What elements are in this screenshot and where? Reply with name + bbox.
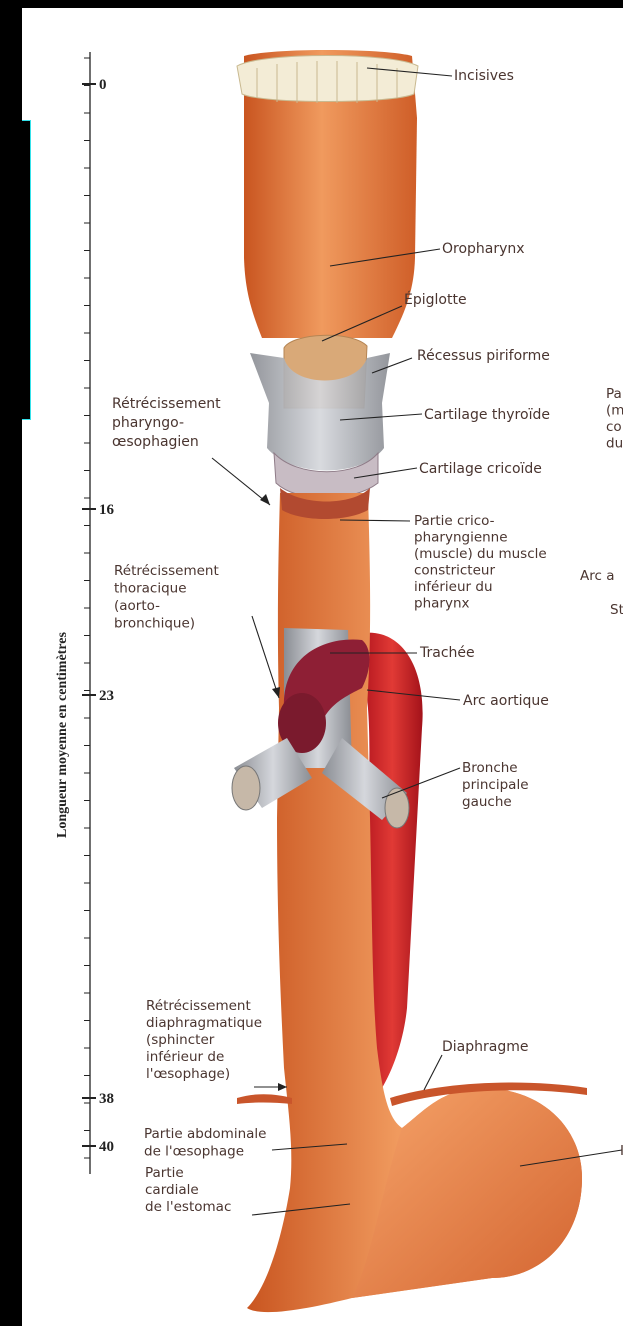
axis-minor-ticks [84,58,90,1158]
label-incisives: Incisives [454,68,514,84]
label-retrec-thoracique-line-1: thoracique [114,581,187,597]
label-bronche-line-1: principale [462,777,529,793]
label-right-pa-line-2: co [606,419,622,435]
label-trachee: Trachée [419,645,475,661]
label-cricoide: Cartilage cricoïde [419,461,542,477]
axis-tick-label-16: 16 [99,502,115,518]
label-right-arc: Arc a [580,568,614,584]
axis-title: Longueur moyenne en centimètres [55,631,70,838]
incisors-teeth [237,56,418,104]
label-bronche-line-2: gauche [462,794,512,810]
label-right-pa-line-3: du [606,436,623,452]
label-retrec-thoracique-line-2: (aorto- [114,598,160,614]
label-retrec-thoracique-line-3: bronchique) [114,616,195,632]
label-arc-aortique: Arc aortique [463,693,549,709]
label-partie-cardiale-line-1: cardiale [145,1182,199,1198]
label-retrec-pharyngo-line-0: Rétrécissement [112,396,221,412]
label-retrec-pharyngo-line-1: pharyngo- [112,415,184,431]
label-recessus: Récessus piriforme [417,348,550,364]
axis-tick-label-0: 0 [99,77,107,93]
label-crico-line-4: inférieur du [414,579,493,595]
highlight-box [22,120,31,420]
label-crico-line-2: (muscle) du muscle [414,546,547,562]
label-crico-line-3: constricteur [414,563,495,579]
axis-tick-label-38: 38 [99,1091,114,1107]
label-diaphragme: Diaphragme [442,1039,528,1055]
label-oropharynx: Oropharynx [442,241,525,257]
label-partie-abdominale-line-1: de l'œsophage [144,1144,244,1160]
label-partie-cardiale-line-0: Partie [145,1165,184,1181]
label-crico-line-5: pharynx [414,596,469,612]
label-epiglotte: Épiglotte [404,291,467,308]
label-retrec-diaphragmatique-line-1: diaphragmatique [146,1015,262,1031]
label-partie-cardiale-line-2: de l'estomac [145,1199,231,1215]
length-axis [84,52,90,1174]
axis-tick-label-40: 40 [99,1139,114,1155]
label-crico-line-0: Partie crico- [414,513,495,529]
label-retrec-thoracique-line-0: Rétrécissement [114,563,219,579]
diaphragm-left [237,1094,292,1104]
label-thyroide: Cartilage thyroïde [424,407,550,423]
label-partie-abdominale-line-0: Partie abdominale [144,1126,266,1142]
label-bronche-line-0: Bronche [462,760,518,776]
label-retrec-diaphragmatique-line-2: (sphincter [146,1032,215,1048]
anatomy-figure: 0 16 23 38 40 Longueur moyenne en centimètres… [22,8,623,1326]
label-retrec-diaphragmatique-line-3: inférieur de [146,1049,224,1065]
label-crico-line-1: pharyngienne [414,530,508,546]
label-right-pa-line-0: Pa [606,386,622,402]
axis-tick-label-23: 23 [99,688,114,704]
label-retrec-diaphragmatique-line-0: Rétrécissement [146,998,251,1014]
label-right-st: St [610,602,623,618]
label-right-pa-line-1: (m [606,403,623,419]
esophagus-diagram: 0 16 23 38 40 Longueur moyenne en centimètres… [22,8,623,1326]
label-retrec-diaphragmatique-line-4: l'œsophage) [146,1066,230,1082]
label-retrec-pharyngo-line-2: œsophagien [112,434,199,450]
